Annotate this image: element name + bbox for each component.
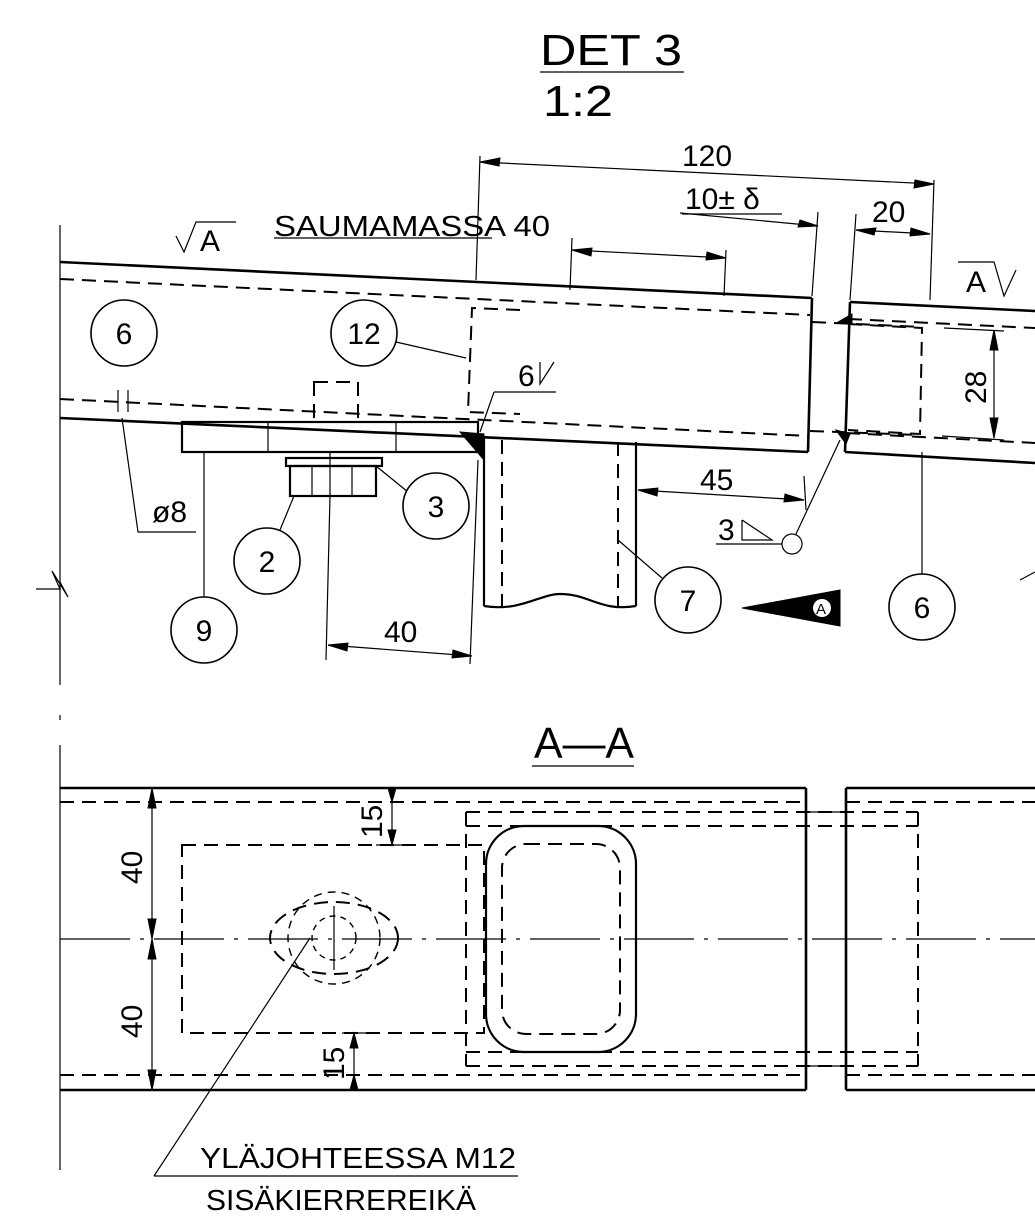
note-line-2: SISÄKIERREREIKÄ — [206, 1185, 477, 1217]
surface-mark-right: A — [958, 261, 1017, 299]
bottom-note: YLÄJOHTEESSA M12 SISÄKIERREREIKÄ — [153, 937, 518, 1217]
dim-40-bottom-text: 40 — [384, 616, 417, 649]
bolt-nut — [284, 381, 384, 498]
aa-40-top-text: 40 — [116, 851, 149, 884]
section-title: A—A — [534, 719, 635, 768]
weld-3-text: 3 — [718, 514, 735, 547]
base-plate — [180, 420, 485, 462]
dimension-8: ø8 — [121, 417, 196, 533]
svg-text:12: 12 — [347, 318, 380, 351]
section-left-bar — [60, 786, 808, 1092]
balloon-3: 3 — [375, 465, 470, 540]
pin-detail — [117, 390, 129, 412]
balloon-7: 7 — [617, 539, 722, 634]
detail-title: DET 3 — [540, 26, 682, 75]
aa-dimension-40-bottom: 40 — [116, 938, 157, 1091]
weld-symbol-3: 3 — [716, 439, 841, 555]
svg-text:6: 6 — [116, 318, 133, 351]
left-tube — [59, 260, 814, 454]
dimension-20: 20 — [872, 196, 931, 237]
dim-8-text: ø8 — [152, 496, 187, 529]
section-arrow: A — [741, 589, 841, 627]
aa-15-top-text: 15 — [356, 805, 389, 838]
aa-dimension-15-bottom: 15 — [318, 1031, 366, 1091]
svg-text:6: 6 — [914, 592, 931, 625]
post — [482, 436, 638, 609]
dimension-40-bottom: 40 — [325, 459, 479, 665]
aa-40-bottom-text: 40 — [116, 1005, 149, 1038]
weld-symbol-6: 6 — [479, 360, 556, 433]
svg-text:3: 3 — [428, 491, 445, 524]
note-line-1: YLÄJOHTEESSA M12 — [200, 1143, 516, 1175]
aa-dimension-40-top: 40 — [116, 787, 157, 940]
aa-15-bottom-text: 15 — [318, 1047, 351, 1080]
right-tube — [809, 300, 1035, 465]
balloon-12: 12 — [330, 299, 467, 367]
surface-mark-left-text: A — [200, 225, 220, 258]
dim-45-text: 45 — [700, 464, 733, 497]
svg-text:2: 2 — [259, 546, 276, 579]
svg-text:9: 9 — [196, 615, 213, 648]
dimension-28: 28 — [941, 327, 1005, 441]
dimension-10: 10± δ — [679, 183, 931, 301]
dim-120-text: 120 — [682, 140, 732, 173]
aa-dimension-15-top: 15 — [356, 787, 404, 847]
left-border — [36, 225, 69, 1170]
surface-mark-left: A — [175, 221, 236, 258]
dimension-120: 120 — [475, 140, 935, 301]
balloon-6-right: 6 — [888, 452, 956, 641]
section-bolt-hole — [269, 891, 399, 985]
dimension-saumamassa: SAUMAMASSA 40 — [274, 211, 727, 297]
dim-28-text: 28 — [960, 371, 993, 404]
dimension-45: 45 — [637, 464, 807, 511]
balloon-9: 9 — [170, 452, 238, 664]
section-arrow-label: A — [816, 601, 826, 618]
right-edge-mark — [1019, 571, 1035, 581]
svg-text:7: 7 — [680, 585, 697, 618]
balloon-6-left: 6 — [90, 299, 158, 367]
detail-scale: 1:2 — [543, 77, 613, 126]
dim-20-text: 20 — [872, 196, 905, 229]
weld-6-text: 6 — [518, 360, 535, 393]
surface-mark-right-text: A — [966, 266, 986, 299]
dim-10-text: 10± δ — [685, 183, 760, 216]
balloon-2: 2 — [233, 495, 301, 595]
